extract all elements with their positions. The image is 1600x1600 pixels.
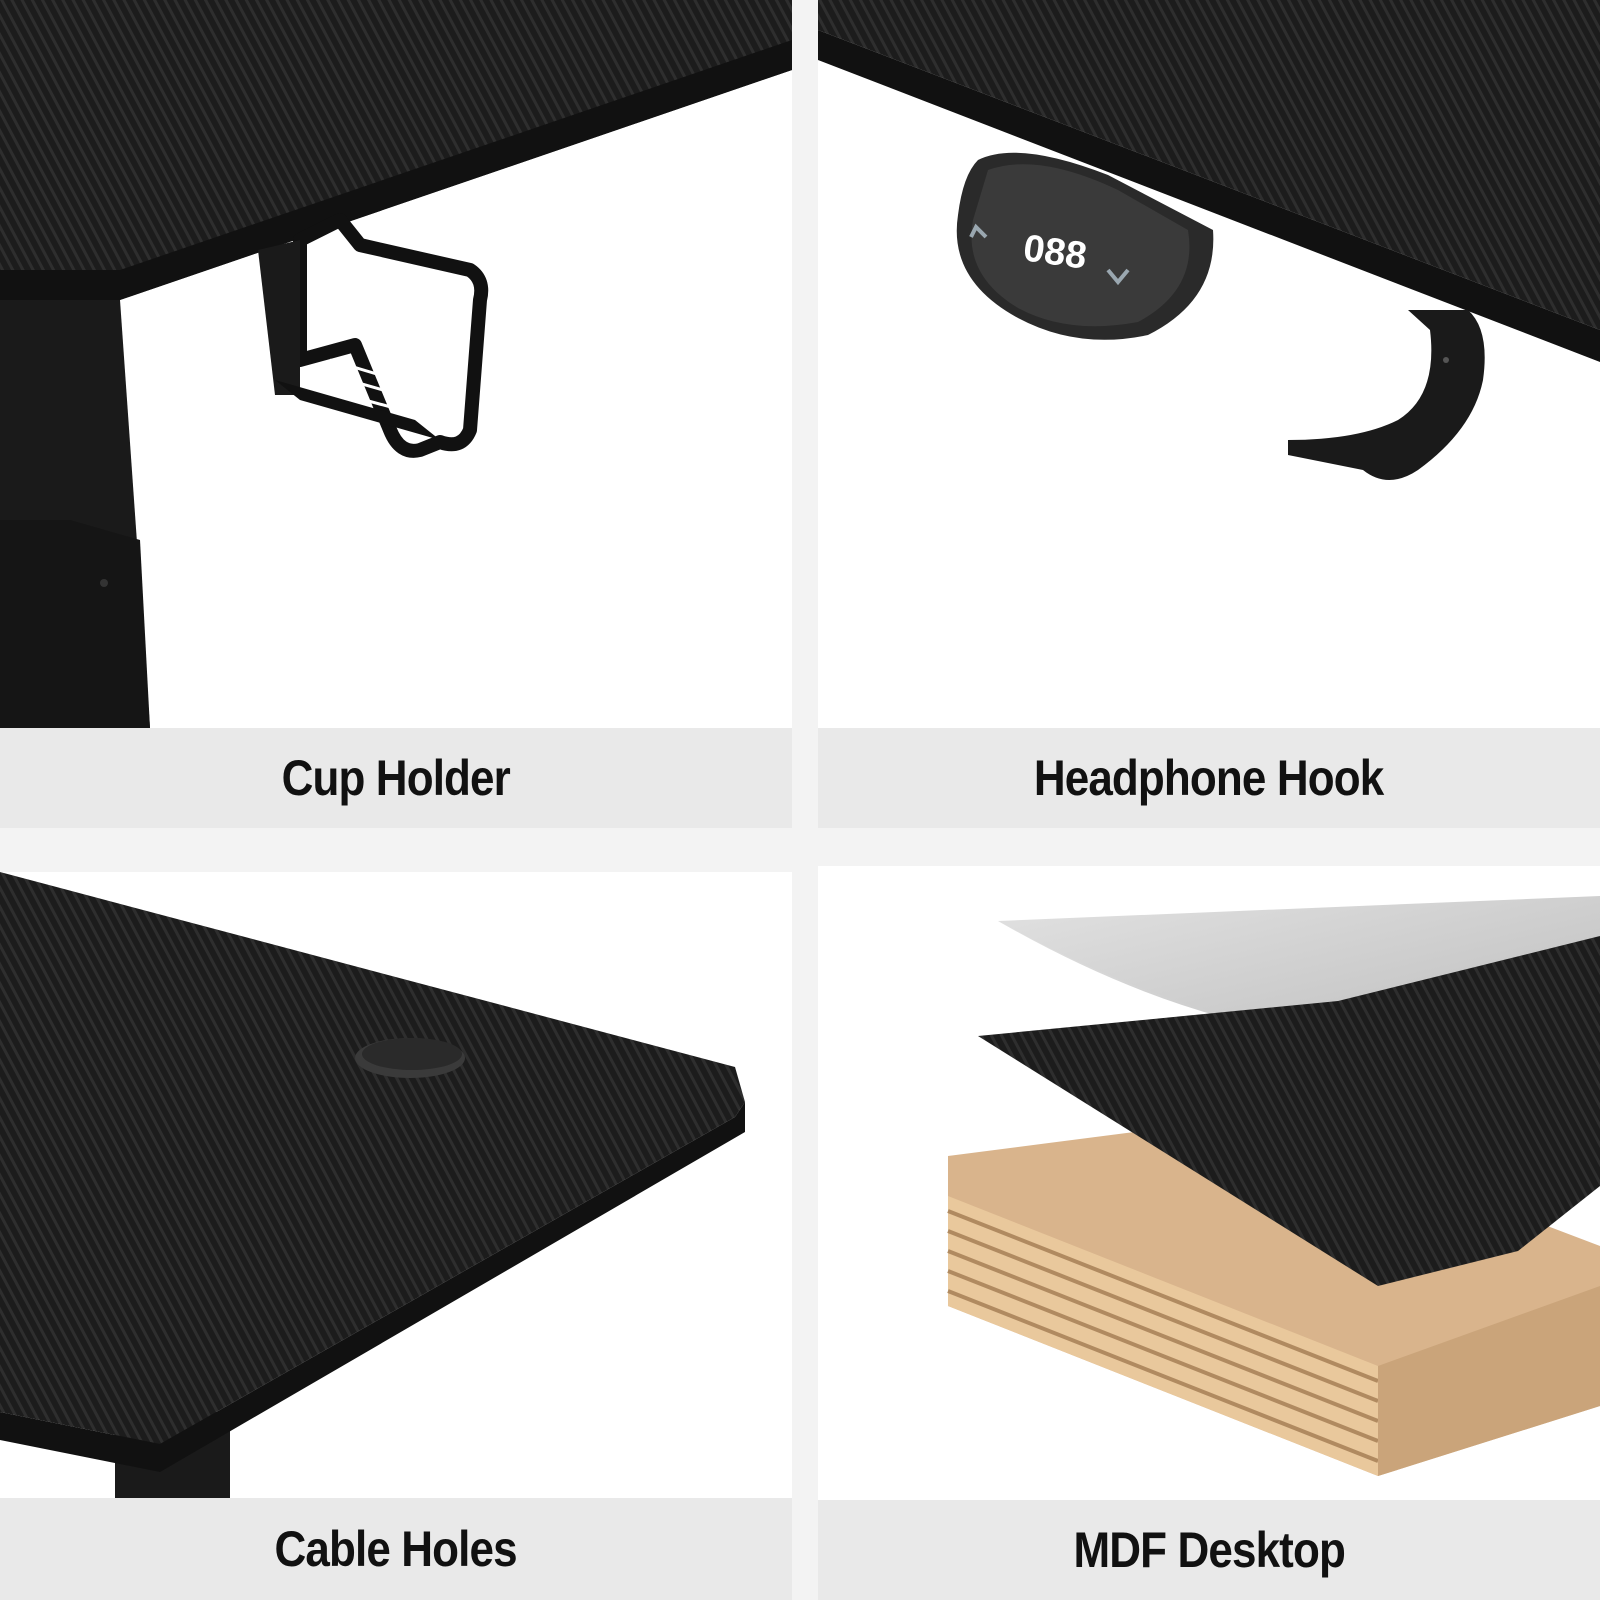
desktop-surface xyxy=(0,0,792,300)
label-cable-holes: Cable Holes xyxy=(274,1521,518,1577)
label-bar: Headphone Hook xyxy=(818,728,1600,828)
panel-cable-holes: Cable Holes xyxy=(0,872,792,1600)
chevron-down-icon[interactable] xyxy=(1106,268,1130,286)
label-cup-holder: Cup Holder xyxy=(281,750,511,806)
desktop-surface xyxy=(818,0,1600,330)
label-bar: Cable Holes xyxy=(0,1498,792,1600)
cable-hole xyxy=(355,1038,465,1078)
label-bar: Cup Holder xyxy=(0,728,792,828)
panel-headphone-hook: 088 Headphone Hook xyxy=(818,0,1600,828)
label-bar: MDF Desktop xyxy=(818,1500,1600,1600)
height-display: 088 xyxy=(1021,227,1090,277)
headphone-hook-illustration: 088 xyxy=(818,0,1600,480)
cup-holder-illustration xyxy=(0,0,792,728)
cable-holes-illustration xyxy=(0,872,745,1498)
panel-mdf-desktop: MDF Desktop xyxy=(818,866,1600,1600)
desktop-surface xyxy=(0,872,745,1444)
protective-layer xyxy=(998,921,1600,1041)
label-headphone-hook: Headphone Hook xyxy=(1034,750,1384,806)
chevron-up-icon[interactable] xyxy=(969,223,988,239)
panel-cup-holder: Cup Holder xyxy=(0,0,792,828)
mdf-desktop-illustration xyxy=(947,896,1600,1476)
control-keypad: 088 xyxy=(956,152,1214,340)
carbon-fiber-surface xyxy=(978,936,1600,1286)
headphone-hook xyxy=(1288,310,1485,480)
cup-holder xyxy=(258,213,489,458)
label-mdf-desktop: MDF Desktop xyxy=(1073,1522,1345,1578)
